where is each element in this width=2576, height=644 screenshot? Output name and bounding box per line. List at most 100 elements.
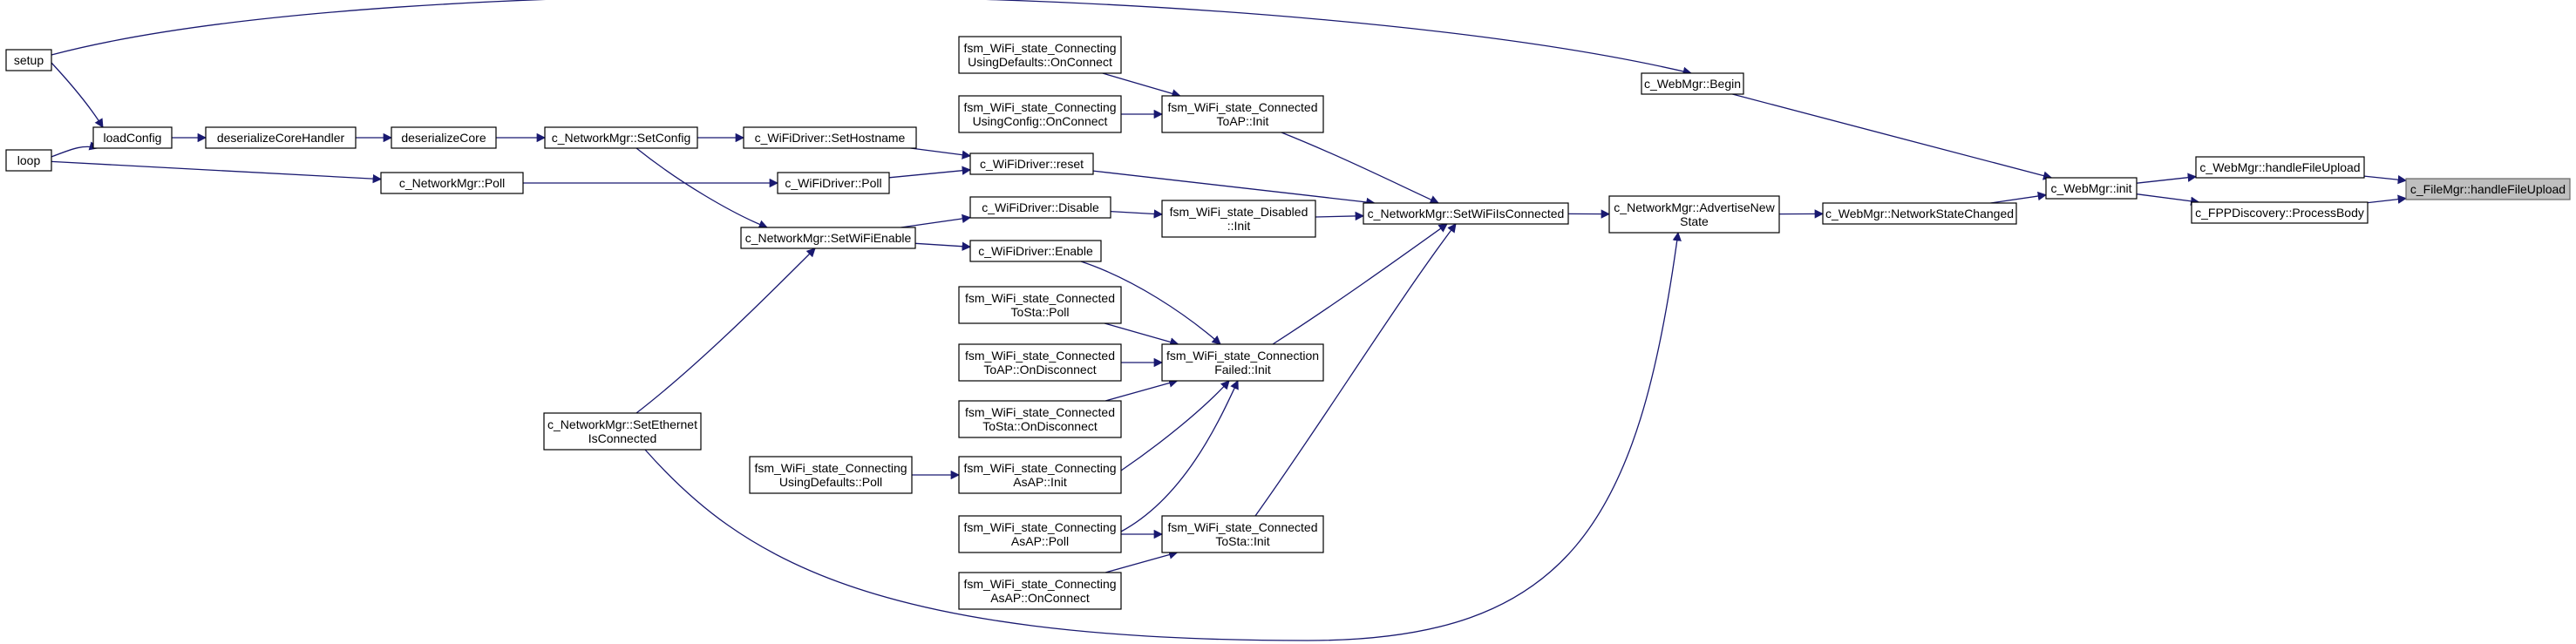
node-label: c_WiFiDriver::SetHostname: [755, 131, 906, 145]
node-cud_Poll[interactable]: fsm_WiFi_state_ConnectingUsingDefaults::…: [749, 456, 913, 494]
node-box: [958, 456, 1122, 494]
node-nm_SetWiFiIsConnected[interactable]: c_NetworkMgr::SetWiFiIsConnected: [1363, 202, 1569, 225]
node-label: loadConfig: [104, 131, 162, 145]
node-label: fsm_WiFi_state_Connected: [1168, 520, 1318, 534]
node-label: c_NetworkMgr::SetWiFiIsConnected: [1368, 207, 1565, 220]
node-wm_NetworkStateChanged[interactable]: c_WebMgr::NetworkStateChanged: [1822, 202, 2017, 225]
node-box: [380, 172, 524, 194]
node-label: c_WiFiDriver::Disable: [982, 200, 1099, 214]
node-nm_Poll[interactable]: c_NetworkMgr::Poll: [380, 172, 524, 194]
node-label: c_NetworkMgr::SetEthernet: [547, 417, 697, 431]
node-label: deserializeCoreHandler: [217, 131, 345, 145]
node-label: c_NetworkMgr::SetConfig: [552, 131, 691, 145]
node-cta_OnDisconnect[interactable]: fsm_WiFi_state_ConnectedToAP::OnDisconne…: [958, 343, 1122, 382]
edge-nm_SetEthernetIsConnected-to-nm_SetWiFiEnable: [636, 247, 816, 414]
node-box: [1161, 343, 1324, 382]
node-box: [749, 456, 913, 494]
node-wm_init[interactable]: c_WebMgr::init: [2045, 177, 2138, 200]
node-label: ToAP::Init: [1217, 114, 1269, 128]
node-wd_Enable[interactable]: c_WiFiDriver::Enable: [969, 240, 1102, 262]
node-nm_SetConfig[interactable]: c_NetworkMgr::SetConfig: [544, 126, 698, 149]
node-box: [743, 126, 917, 149]
node-box: [2405, 178, 2571, 200]
node-box: [205, 126, 357, 149]
edge-cts_Init-to-nm_SetWiFiIsConnected: [1254, 223, 1457, 517]
node-loop[interactable]: loop: [5, 149, 52, 172]
edge-wm_init-to-wm_handleFileUpload: [2136, 173, 2198, 184]
node-label: AsAP::Init: [1013, 475, 1067, 489]
edge-wm_handleFileUpload-to-fm_handleFileUpload: [2363, 174, 2408, 185]
node-box: [958, 343, 1122, 382]
node-label: State: [1680, 214, 1709, 228]
node-box: [2195, 156, 2365, 179]
edge-wd_SetHostname-to-wd_reset: [910, 147, 972, 159]
node-wm_Begin[interactable]: c_WebMgr::Begin: [1641, 72, 1744, 95]
edge-wd_reset-to-nm_SetWiFiIsConnected: [1092, 170, 1376, 207]
node-label: Failed::Init: [1214, 363, 1271, 376]
node-nm_SetWiFiEnable[interactable]: c_NetworkMgr::SetWiFiEnable: [740, 227, 916, 249]
node-cts_OnDisconnect[interactable]: fsm_WiFi_state_ConnectedToSta::OnDisconn…: [958, 400, 1122, 438]
edge-nm_SetWiFiEnable-to-wd_Enable: [914, 241, 972, 251]
node-box: [958, 400, 1122, 438]
node-box: [92, 126, 173, 149]
node-box: [1363, 202, 1569, 225]
edge-fpp_ProcessBody-to-fm_handleFileUpload: [2367, 194, 2408, 204]
node-fm_handleFileUpload[interactable]: c_FileMgr::handleFileUpload: [2405, 178, 2571, 200]
node-label: fsm_WiFi_state_Connecting: [754, 461, 907, 475]
node-box: [2045, 177, 2138, 200]
node-box: [958, 95, 1122, 133]
edge-wd_Disable-to-dis_Init: [1110, 209, 1164, 219]
node-label: UsingConfig::OnConnect: [973, 114, 1108, 128]
node-setup[interactable]: setup: [5, 49, 52, 71]
edge-nm_SetConfig-to-nm_SetWiFiEnable: [636, 147, 768, 229]
node-label: setup: [14, 53, 44, 67]
edge-setup-to-wm_Begin: [51, 0, 1693, 76]
node-box: [958, 36, 1122, 74]
node-wd_Disable[interactable]: c_WiFiDriver::Disable: [969, 196, 1111, 219]
node-label: fsm_WiFi_state_Connected: [1168, 100, 1318, 114]
edge-cts_OnDisconnect-to-cf_Init: [1104, 378, 1179, 402]
edge-cf_Init-to-nm_SetWiFiIsConnected: [1272, 223, 1448, 345]
node-label: c_WebMgr::Begin: [1644, 77, 1741, 91]
node-label: fsm_WiFi_state_Connecting: [963, 577, 1116, 591]
node-dis_Init[interactable]: fsm_WiFi_state_Disabled::Init: [1161, 200, 1316, 238]
edge-nm_SetEthernetIsConnected-to-nm_AdvertiseNewState: [644, 231, 1682, 641]
edge-wm_init-to-fpp_ProcessBody: [2136, 193, 2200, 206]
node-label: c_NetworkMgr::SetWiFiEnable: [745, 231, 912, 245]
node-box: [740, 227, 916, 249]
node-cud_OnConnect[interactable]: fsm_WiFi_state_ConnectingUsingDefaults::…: [958, 36, 1122, 74]
node-label: AsAP::OnConnect: [990, 591, 1090, 605]
node-wm_handleFileUpload[interactable]: c_WebMgr::handleFileUpload: [2195, 156, 2365, 179]
node-label: c_FPPDiscovery::ProcessBody: [2195, 206, 2364, 220]
edge-wd_Enable-to-cf_Init: [1080, 261, 1221, 345]
node-wd_reset[interactable]: c_WiFiDriver::reset: [969, 153, 1094, 175]
node-label: fsm_WiFi_state_Connected: [965, 349, 1115, 363]
node-box: [958, 286, 1122, 324]
node-wd_SetHostname[interactable]: c_WiFiDriver::SetHostname: [743, 126, 917, 149]
edge-cud_OnConnect-to-cta_Init: [1102, 72, 1181, 98]
node-label: c_WebMgr::NetworkStateChanged: [1825, 207, 2014, 220]
node-box: [969, 196, 1111, 219]
node-deserializeCore[interactable]: deserializeCore: [391, 126, 497, 149]
edge-caa_OnConnect-to-cts_Init: [1104, 550, 1179, 573]
node-deserializeCoreHandler[interactable]: deserializeCoreHandler: [205, 126, 357, 149]
node-label: c_WebMgr::handleFileUpload: [2199, 160, 2360, 174]
node-wd_Poll[interactable]: c_WiFiDriver::Poll: [777, 172, 890, 194]
node-loadConfig[interactable]: loadConfig: [92, 126, 173, 149]
node-box: [391, 126, 497, 149]
node-box: [1161, 200, 1316, 238]
node-fpp_ProcessBody[interactable]: c_FPPDiscovery::ProcessBody: [2191, 201, 2369, 224]
edge-cts_Poll-to-cf_Init: [1104, 322, 1179, 347]
node-cuc_OnConnect[interactable]: fsm_WiFi_state_ConnectingUsingConfig::On…: [958, 95, 1122, 133]
edge-loop-to-nm_Poll: [51, 160, 383, 184]
